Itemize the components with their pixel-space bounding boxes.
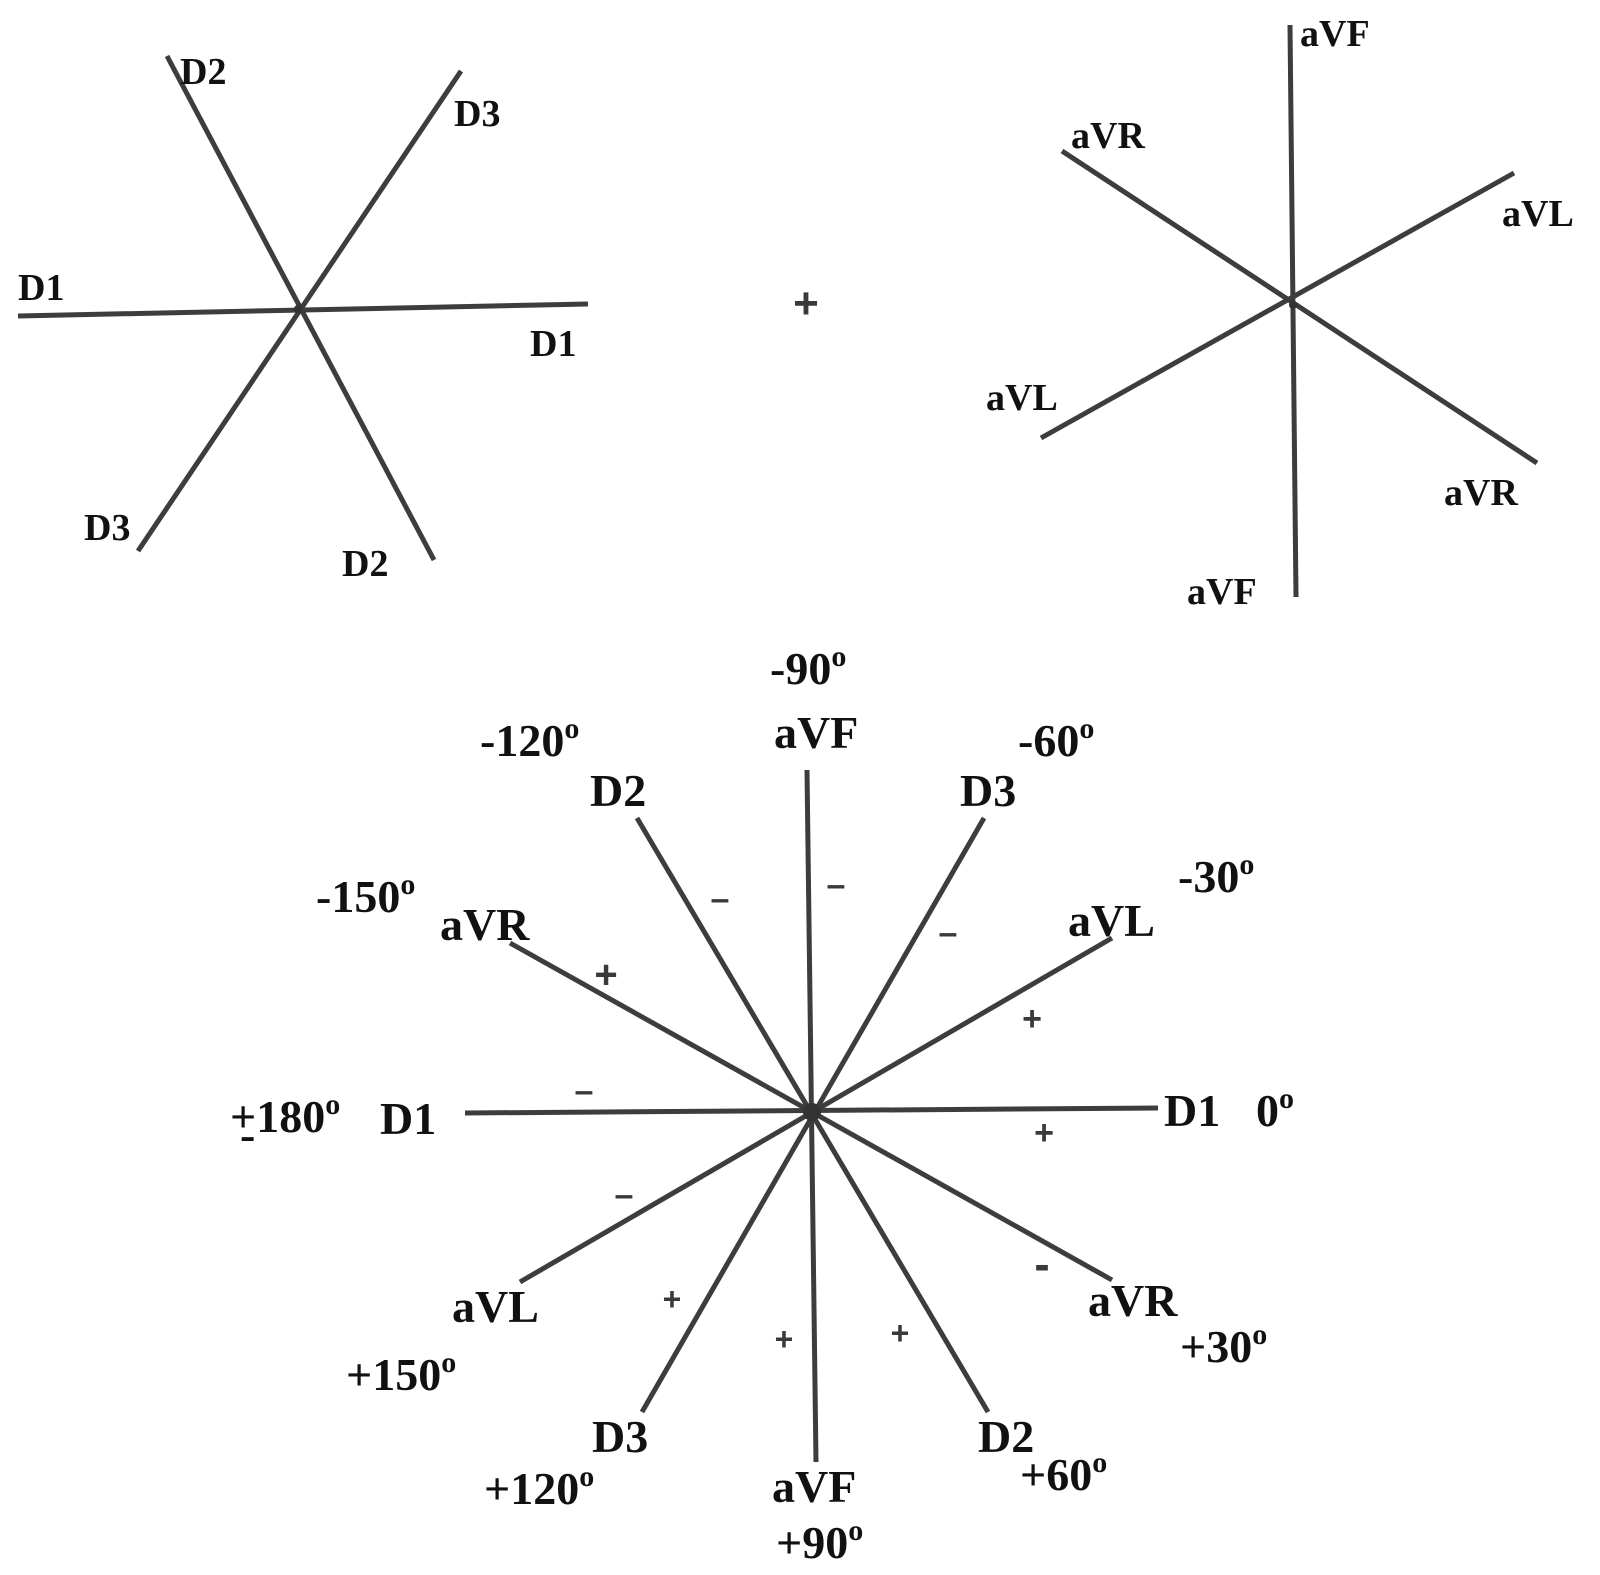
polarity-sign: – xyxy=(939,914,958,952)
label-avl-left: aVL xyxy=(986,377,1058,419)
label-avr-top: aVR xyxy=(440,899,530,950)
label-avr-bottom: aVR xyxy=(1088,1275,1178,1326)
label-d3-top: D3 xyxy=(960,765,1016,816)
label-d3-bottom: D3 xyxy=(592,1411,648,1462)
angle-minus-150: -150o xyxy=(316,868,415,922)
label-d1-left: D1 xyxy=(380,1093,436,1144)
label-d1-left: D1 xyxy=(18,267,64,309)
hexaxial-diagram: aVF D2 D3 aVR aVL D1 D1 aVL aVR D3 aVF D… xyxy=(230,640,1294,1568)
label-avf-bottom: aVF xyxy=(772,1461,856,1512)
label-avf-bottom: aVF xyxy=(1187,571,1257,613)
lead-line-avf xyxy=(1287,24,1299,598)
angle-minus-60: -60o xyxy=(1018,712,1094,766)
label-avf-top: aVF xyxy=(774,707,858,758)
angle-plus-90: +90o xyxy=(776,1514,863,1568)
label-avl-top: aVL xyxy=(1068,895,1155,946)
label-avl-right: aVL xyxy=(1502,193,1574,235)
label-d2-top: D2 xyxy=(590,765,646,816)
standard-leads-diagram: D2 D3 D1 D1 D3 D2 xyxy=(17,51,589,585)
label-avf-top: aVF xyxy=(1300,13,1370,55)
polarity-sign: + xyxy=(594,953,617,997)
label-avl-bottom: aVL xyxy=(452,1281,539,1332)
center-dot xyxy=(1289,301,1297,309)
angle-minus-90: -90o xyxy=(770,640,846,694)
polarity-sign: – xyxy=(827,866,846,904)
center-dot xyxy=(803,1103,821,1121)
center-dot xyxy=(294,305,302,313)
label-d2-bottom: D2 xyxy=(978,1411,1034,1462)
label-avr-top: aVR xyxy=(1071,115,1145,157)
angle-minus-120: -120o xyxy=(480,712,579,766)
angle-plus-150: +150o xyxy=(346,1346,456,1400)
label-d2-bottom: D2 xyxy=(342,543,388,585)
angle-plus-120: +120o xyxy=(484,1460,594,1514)
polarity-sign: – xyxy=(711,880,730,918)
augmented-leads-diagram: aVF aVR aVL aVL aVR aVF xyxy=(986,13,1574,613)
lead-line-avl xyxy=(1039,170,1516,441)
plus-sign: + xyxy=(793,279,819,328)
polarity-sign: – xyxy=(575,1072,594,1110)
label-d2-top: D2 xyxy=(180,51,226,93)
polarity-sign: + xyxy=(775,1321,794,1357)
label-avr-bottom: aVR xyxy=(1444,472,1518,514)
label-d3-bottom: D3 xyxy=(84,507,130,549)
polarity-sign: – xyxy=(615,1176,634,1214)
angle-zero: 0o xyxy=(1256,1082,1294,1136)
label-d3-top: D3 xyxy=(454,93,500,135)
angle-plus-30: +30o xyxy=(1180,1318,1267,1372)
angle-minus-30: -30o xyxy=(1178,848,1254,902)
polarity-sign: + xyxy=(1034,1114,1054,1152)
polarity-sign: + xyxy=(891,1315,910,1351)
angle-plus-60: +60o xyxy=(1020,1446,1107,1500)
polarity-sign: + xyxy=(1022,1000,1042,1038)
angle-plus-180: +180o xyxy=(230,1088,340,1142)
label-d1-right: D1 xyxy=(1164,1085,1220,1136)
polarity-sign: + xyxy=(663,1281,682,1317)
label-d1-right: D1 xyxy=(530,323,576,365)
lead-line-avr xyxy=(1060,148,1539,466)
polarity-sign: - xyxy=(1034,1238,1049,1290)
plus-minus-underbar: - xyxy=(240,1109,255,1160)
